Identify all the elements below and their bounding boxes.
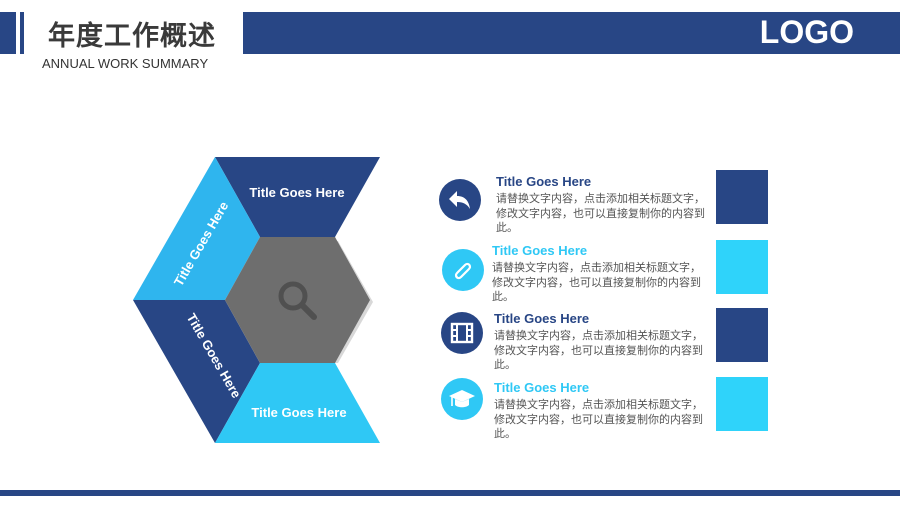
item-4-title: Title Goes Here	[494, 380, 590, 395]
item-2-icon-circle	[442, 249, 484, 291]
page-subtitle: ANNUAL WORK SUMMARY	[42, 56, 209, 71]
header-accent-line	[20, 12, 24, 54]
segment-top-label: Title Goes Here	[249, 185, 344, 200]
page-title: 年度工作概述	[48, 21, 216, 52]
item-1-icon-circle	[439, 179, 481, 221]
item-2-text: 请替换文字内容，点击添加相关标题文字，修改文字内容，也可以直接复制你的内容到此。	[492, 261, 701, 303]
logo: LOGO	[759, 14, 854, 50]
item-4-icon-circle	[441, 378, 483, 420]
item-2-swatch	[716, 240, 768, 294]
item-1-text: 请替换文字内容，点击添加相关标题文字，修改文字内容，也可以直接复制你的内容到此。	[496, 192, 705, 234]
item-4-swatch	[716, 377, 768, 431]
footer-bar	[0, 490, 900, 496]
item-3-icon-circle	[441, 312, 483, 354]
hexagon-diagram: Title Goes Here Title Goes Here Title Go…	[133, 157, 380, 443]
paperclip-icon	[454, 262, 472, 280]
header-accent-bar	[0, 12, 16, 54]
center-hexagon[interactable]	[225, 237, 370, 363]
reply-icon	[449, 191, 470, 209]
segment-upper-left[interactable]	[133, 157, 260, 300]
segment-bottom-label: Title Goes Here	[251, 405, 346, 420]
item-3-swatch	[716, 308, 768, 362]
item-3-title: Title Goes Here	[494, 311, 590, 326]
graduation-cap-icon	[449, 390, 475, 408]
segment-lower-left[interactable]	[133, 300, 260, 443]
item-2-title: Title Goes Here	[492, 243, 588, 258]
item-1-swatch	[716, 170, 768, 224]
segment-top[interactable]	[215, 157, 380, 237]
header-band	[243, 12, 900, 54]
item-1-title: Title Goes Here	[496, 174, 592, 189]
search-icon	[278, 281, 317, 320]
item-4-text: 请替换文字内容，点击添加相关标题文字，修改文字内容，也可以直接复制你的内容到此。	[494, 398, 703, 440]
film-icon	[450, 322, 474, 344]
item-3-text: 请替换文字内容，点击添加相关标题文字，修改文字内容，也可以直接复制你的内容到此。	[494, 329, 703, 371]
segment-bottom[interactable]	[215, 363, 380, 443]
